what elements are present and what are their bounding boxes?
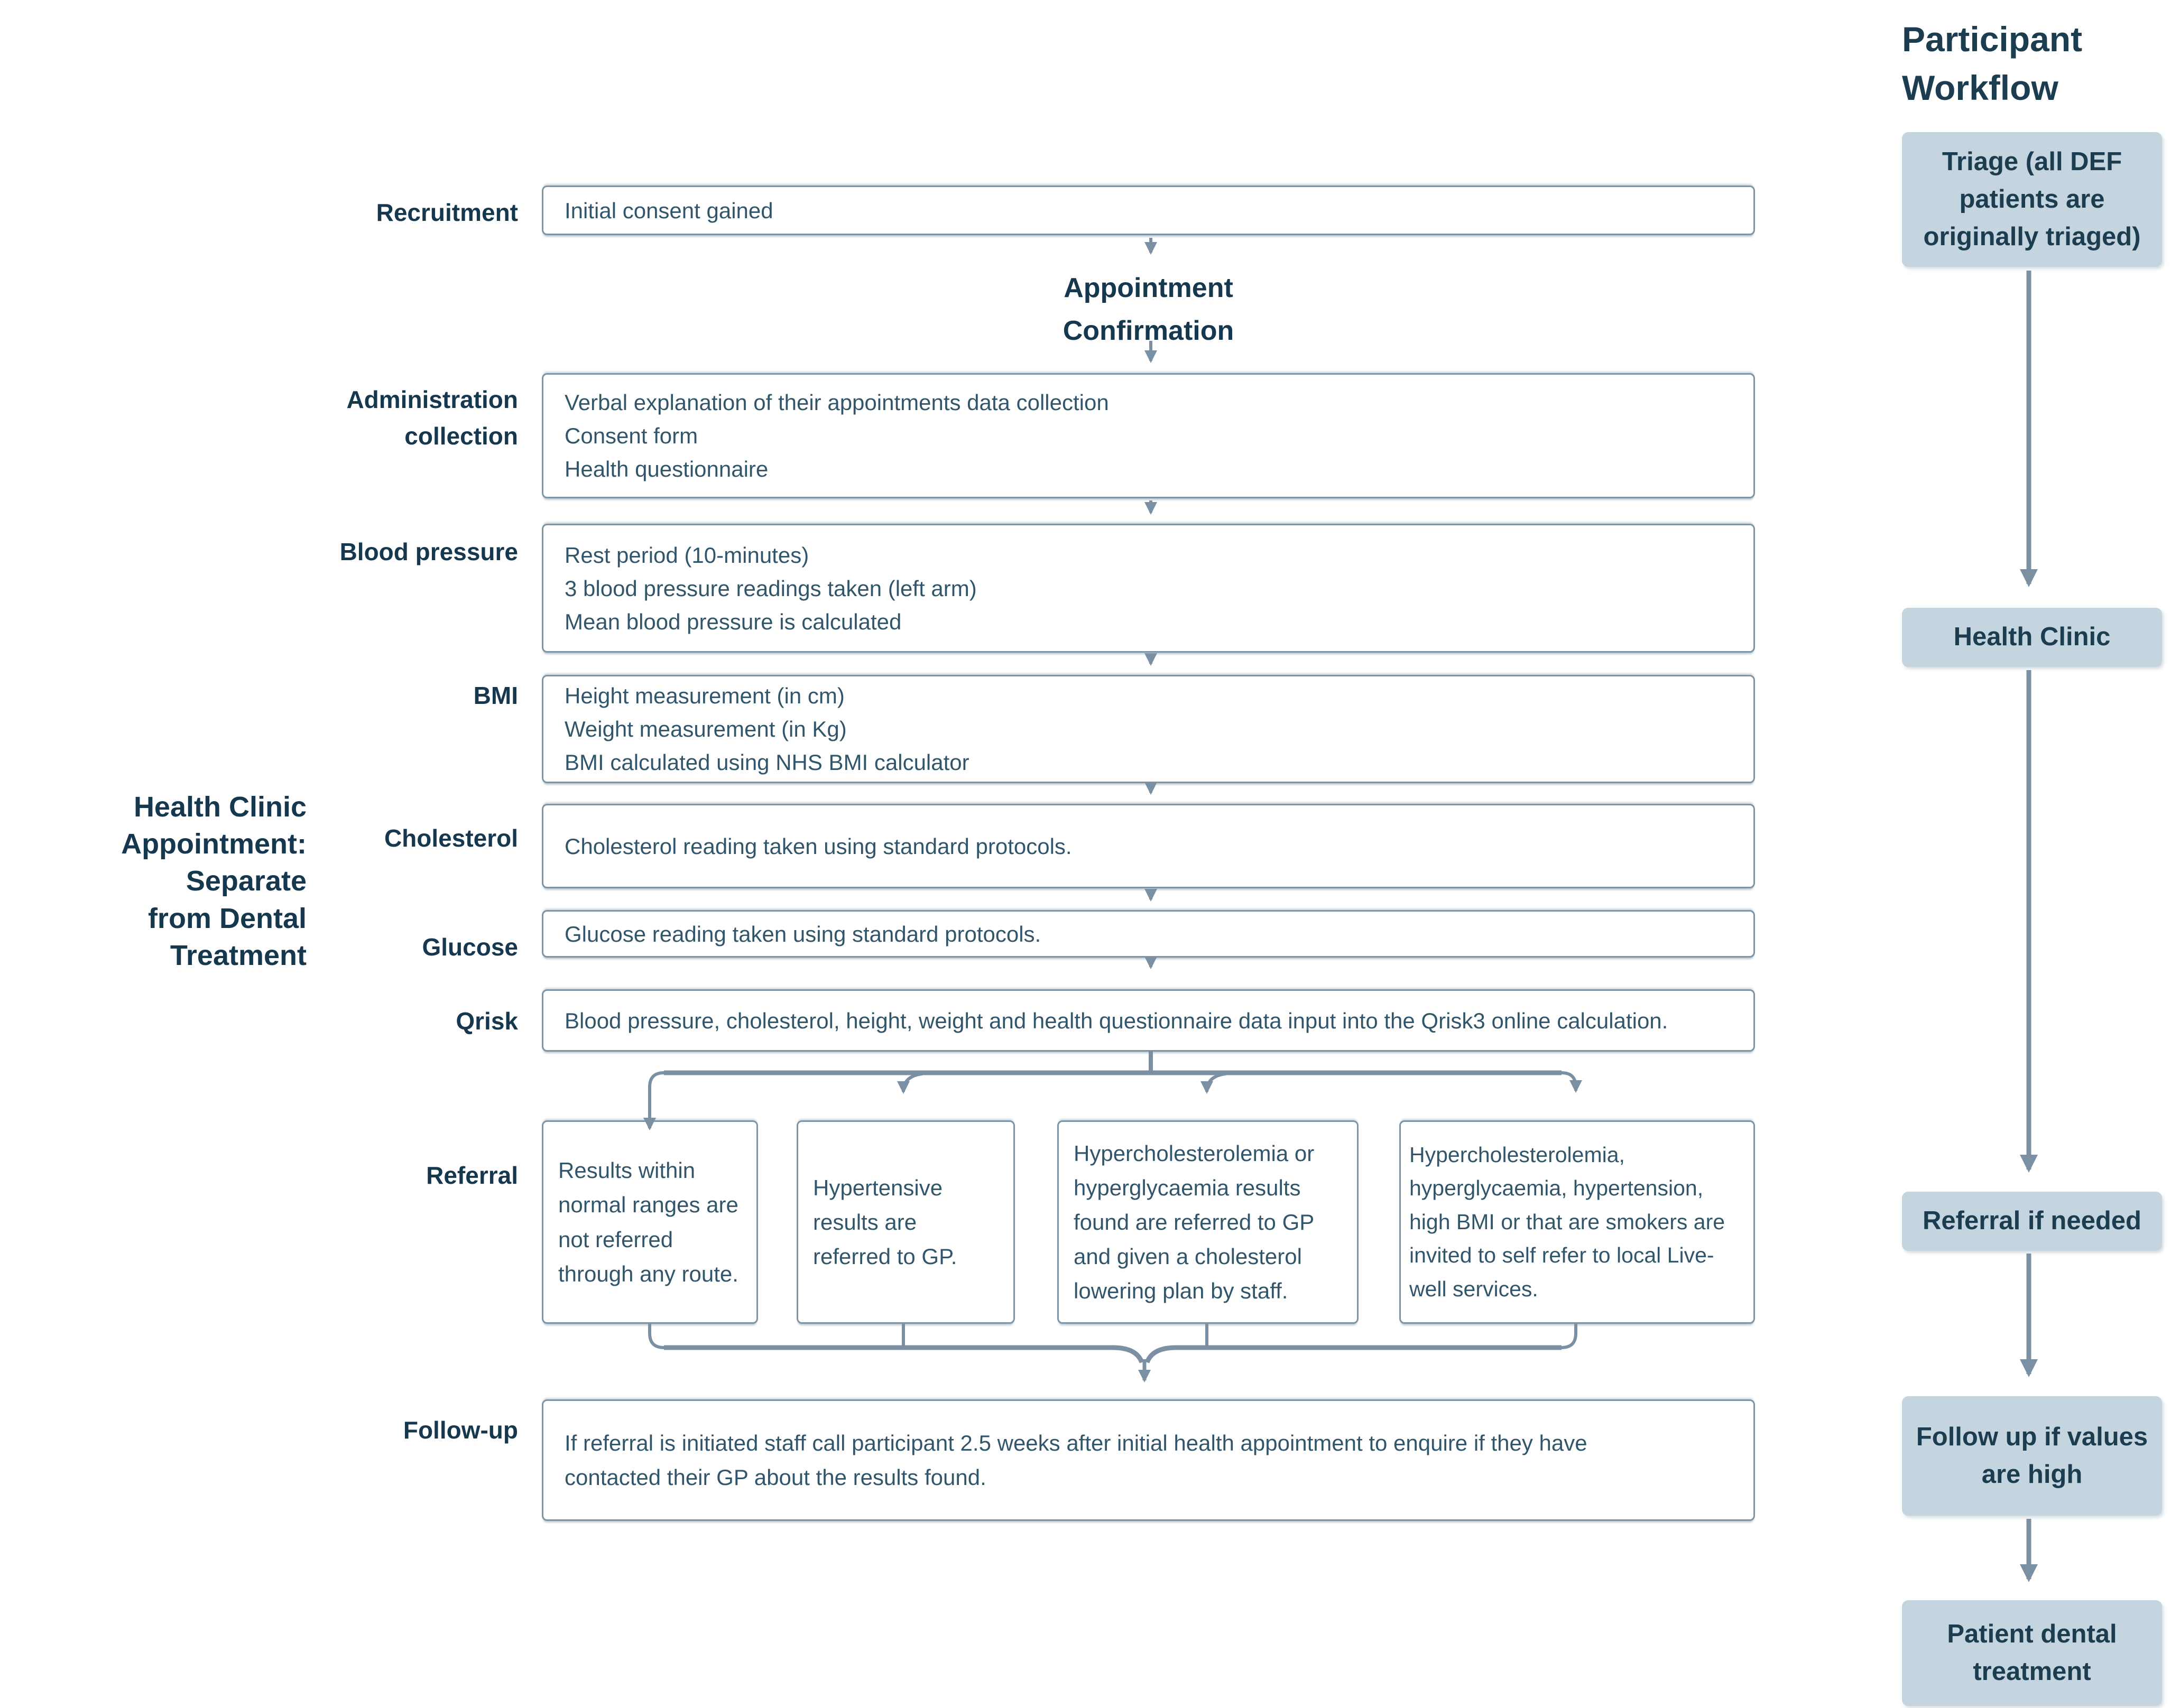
workflow-step-line: originally triaged) [1923,222,2141,252]
referral-box-text: Hypercholesterolemia, hyperglycaemia, hy… [1409,1142,1725,1301]
merge-stub-4 [1561,1324,1577,1349]
referral-box-hypercholesterolemia-gp: Hypercholesterolemia or hyperglycaemia r… [1057,1120,1359,1324]
referral-box-text: Hypercholesterolemia or hyperglycaemia r… [1074,1140,1315,1304]
referral-box-normal-results: Results within normal ranges are not ref… [542,1120,758,1324]
cholesterol-box: Cholesterol reading taken using standard… [542,804,1755,888]
box-line: 3 blood pressure readings taken (left ar… [565,575,977,601]
box-line: Weight measurement (in Kg) [565,717,847,741]
workflow-step-line: Follow up if values [1916,1422,2148,1451]
recruitment-box: Initial consent gained [542,185,1755,235]
side-note-health-clinic-appointment: Health Clinic Appointment: Separate from… [11,788,307,974]
bmi-box: Height measurement (in cm) Weight measur… [542,675,1755,783]
workflow-step-health-clinic: Health Clinic [1902,608,2162,667]
box-line: Glucose reading taken using standard pro… [565,921,1041,946]
blood-pressure-box: Rest period (10-minutes) 3 blood pressur… [542,524,1755,653]
stage-label-bmi: BMI [473,682,518,709]
stage-label-line: collection [404,422,518,450]
workflow-step-line: Health Clinic [1953,623,2111,652]
workflow-step-line: Patient dental [1947,1619,2117,1648]
qrisk-branch-arrow-2 [897,1072,923,1094]
workflow-title-line: Workflow [1902,68,2058,108]
side-note-line: Appointment: Separate [121,828,307,897]
stage-label-line: Administration [346,386,518,413]
stage-label-referral: Referral [426,1162,518,1189]
workflow-step-line: are high [1981,1460,2083,1489]
flow-text-line: Confirmation [1063,315,1234,346]
box-line: Verbal explanation of their appointments… [565,390,1109,415]
box-line: Consent form [565,423,698,448]
workflow-step-patient-dental-treatment: Patient dental treatment [1902,1600,2162,1706]
box-line: Cholesterol reading taken using standard… [565,833,1072,859]
follow-up-box: If referral is initiated staff call part… [542,1399,1755,1521]
workflow-step-follow-up-if-high: Follow up if values are high [1902,1396,2162,1516]
workflow-step-line: treatment [1973,1657,2091,1686]
box-line: Rest period (10-minutes) [565,542,809,568]
stage-label-administration-collection: Administration collection [169,382,518,454]
merge-line-right [1144,1345,1562,1363]
box-paragraph: If referral is initiated staff call part… [565,1430,1587,1490]
qrisk-branch-arrow-3 [1200,1072,1226,1094]
referral-box-text: Results within normal ranges are not ref… [558,1158,738,1286]
workflow-step-line: Triage (all DEF [1942,147,2122,176]
merge-line-left [664,1345,1144,1363]
workflow-title-line: Participant [1902,20,2083,59]
box-line: Blood pressure, cholesterol, height, wei… [565,1008,1668,1033]
side-note-line: from Dental Treatment [147,902,307,971]
box-line: BMI calculated using NHS BMI calculator [565,750,969,775]
workflow-step-line: patients are [1959,184,2105,214]
workflow-step-referral-if-needed: Referral if needed [1902,1192,2162,1251]
administration-collection-box: Verbal explanation of their appointments… [542,373,1755,498]
box-line: Initial consent gained [565,198,773,223]
stage-label-blood-pressure: Blood pressure [339,538,518,565]
workflow-step-triage: Triage (all DEF patients are originally … [1902,132,2162,267]
side-note-line: Health Clinic [133,791,307,823]
box-line: Health questionnaire [565,457,769,481]
glucose-box: Glucose reading taken using standard pro… [542,910,1755,958]
stage-label-follow-up: Follow-up [403,1416,518,1444]
box-line: Height measurement (in cm) [565,683,845,708]
stage-label-glucose: Glucose [422,933,518,961]
stage-label-cholesterol: Cholesterol [384,824,518,852]
stage-label-recruitment: Recruitment [376,199,518,226]
referral-box-text: Hypertensive results are referred to GP. [813,1175,957,1269]
qrisk-box: Blood pressure, cholesterol, height, wei… [542,989,1755,1052]
qrisk-branch-arrow-4 [1561,1071,1582,1093]
appointment-confirmation-text: Appointment Confirmation [542,267,1755,352]
referral-box-hypertensive: Hypertensive results are referred to GP. [797,1120,1015,1324]
stage-label-qrisk: Qrisk [456,1007,518,1035]
workflow-step-line: Referral if needed [1923,1206,2141,1236]
box-line: Mean blood pressure is calculated [565,609,902,634]
referral-box-self-refer-livewell: Hypercholesterolemia, hyperglycaemia, hy… [1399,1120,1755,1324]
merge-stub-1 [648,1324,664,1349]
workflow-title: Participant Workflow [1902,15,2177,113]
flow-text-line: Appointment [1064,273,1233,303]
